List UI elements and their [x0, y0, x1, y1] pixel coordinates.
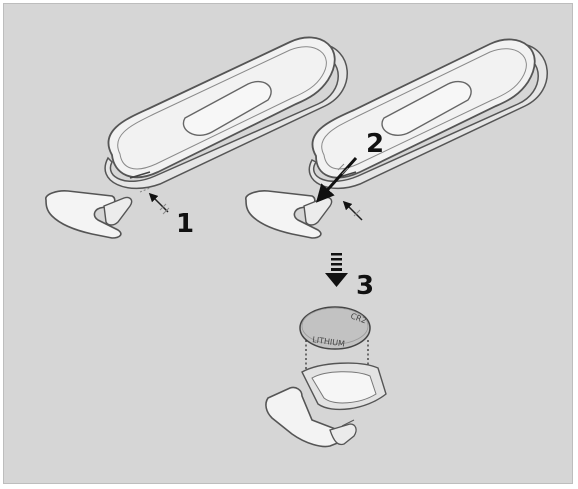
- insertion-guides: [302, 340, 372, 396]
- remote-control-left: [104, 36, 348, 189]
- battery-tray-left: [45, 190, 133, 239]
- remote-control-right: [308, 38, 548, 190]
- pull-arrow-step-2: [315, 156, 363, 221]
- battery-tray-right: [245, 190, 333, 239]
- press-arrow-step-1: [139, 187, 170, 215]
- step-1-label: 1: [176, 209, 194, 239]
- battery-tray-open: [265, 362, 387, 448]
- step-3-label: 3: [356, 271, 374, 301]
- down-arrow-step-3: [325, 253, 348, 287]
- step-2-label: 2: [366, 129, 384, 159]
- coin-battery: CR2 LITHIUM: [299, 306, 371, 350]
